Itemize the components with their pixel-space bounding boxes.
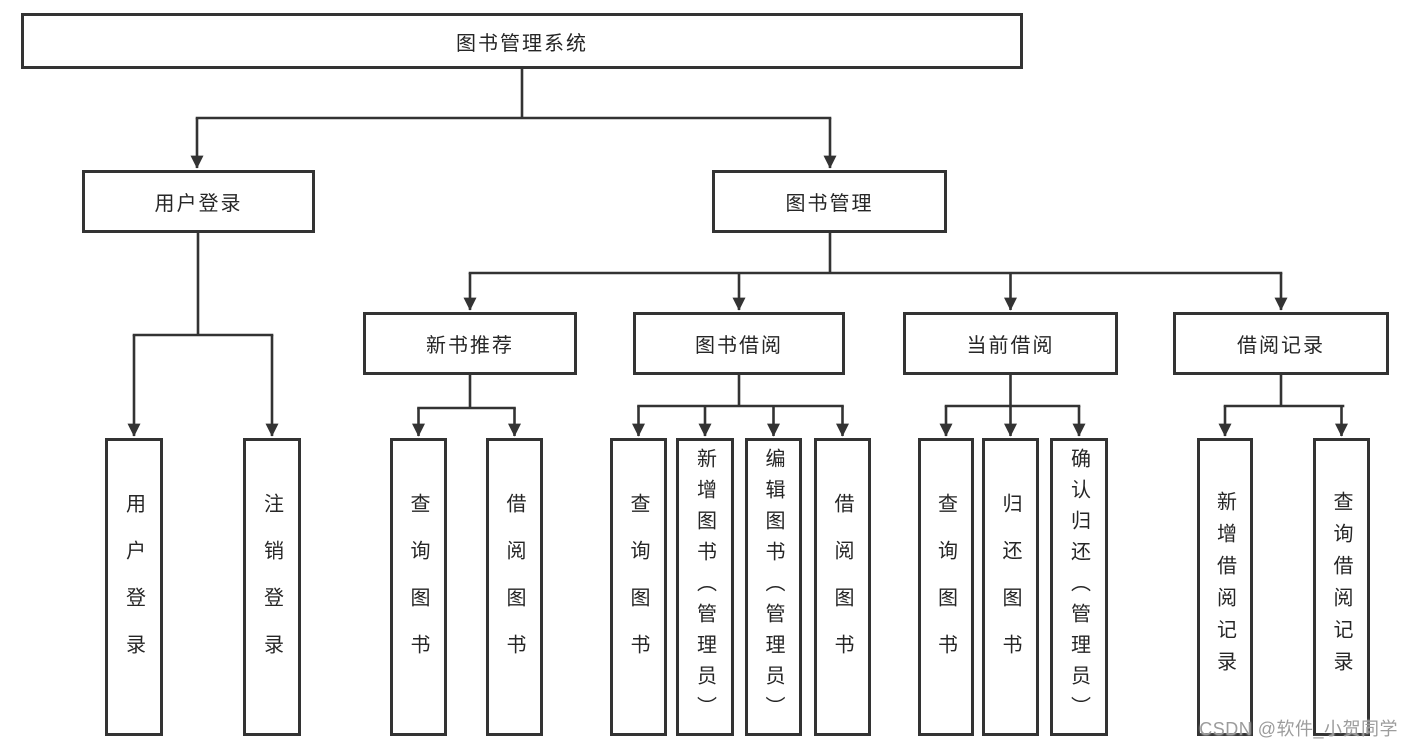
node-label: 确认归还（管理员） (1067, 447, 1090, 727)
leaf-logout: 注销登录 (243, 438, 301, 736)
node-label: 图书借阅 (695, 335, 783, 357)
node-label: 新增图书（管理员） (693, 447, 716, 727)
node-new-book-recommendation: 新书推荐 (363, 312, 577, 375)
node-label: 编辑图书（管理员） (762, 447, 784, 727)
csdn-watermark: CSDN @软件_小贺同学 (1199, 719, 1398, 739)
leaf-bb-add-books-admin: 新增图书（管理员） (676, 438, 734, 736)
node-label: 新增借阅记录 (1213, 491, 1236, 683)
node-borrowing-records: 借阅记录 (1173, 312, 1389, 375)
leaf-rec-query-books: 查询图书 (390, 438, 447, 736)
node-label: 图书管理系统 (456, 32, 588, 55)
node-root-library-system: 图书管理系统 (21, 13, 1023, 69)
leaf-cb-query-books: 查询图书 (918, 438, 974, 736)
leaf-bb-query-books: 查询图书 (610, 438, 667, 736)
leaf-user-login: 用户登录 (105, 438, 163, 736)
leaf-br-query-record: 查询借阅记录 (1313, 438, 1370, 736)
node-label: 新书推荐 (426, 335, 514, 357)
node-book-borrowing: 图书借阅 (633, 312, 845, 375)
node-label: 查询借阅记录 (1330, 491, 1352, 683)
node-label: 注销登录 (260, 493, 283, 681)
leaf-bb-borrow-books: 借阅图书 (814, 438, 871, 736)
leaf-bb-edit-books-admin: 编辑图书（管理员） (745, 438, 802, 736)
node-label: 借阅记录 (1237, 335, 1325, 357)
leaf-cb-return-books: 归还图书 (982, 438, 1039, 736)
leaf-rec-borrow-books: 借阅图书 (486, 438, 543, 736)
node-label: 用户登录 (154, 193, 243, 215)
node-book-management: 图书管理 (712, 170, 947, 233)
node-current-borrowing: 当前借阅 (903, 312, 1118, 375)
node-label: 借阅图书 (831, 493, 853, 681)
node-label: 查询图书 (627, 493, 649, 681)
node-user-login: 用户登录 (82, 170, 315, 233)
node-label: 查询图书 (934, 493, 957, 681)
leaf-br-add-record: 新增借阅记录 (1197, 438, 1253, 736)
node-label: 当前借阅 (966, 335, 1055, 357)
node-label: 归还图书 (999, 493, 1021, 681)
node-label: 用户登录 (122, 493, 145, 681)
node-label: 查询图书 (407, 493, 429, 681)
node-label: 借阅图书 (503, 493, 525, 681)
node-label: 图书管理 (785, 193, 874, 215)
leaf-cb-confirm-return-admin: 确认归还（管理员） (1050, 438, 1108, 736)
